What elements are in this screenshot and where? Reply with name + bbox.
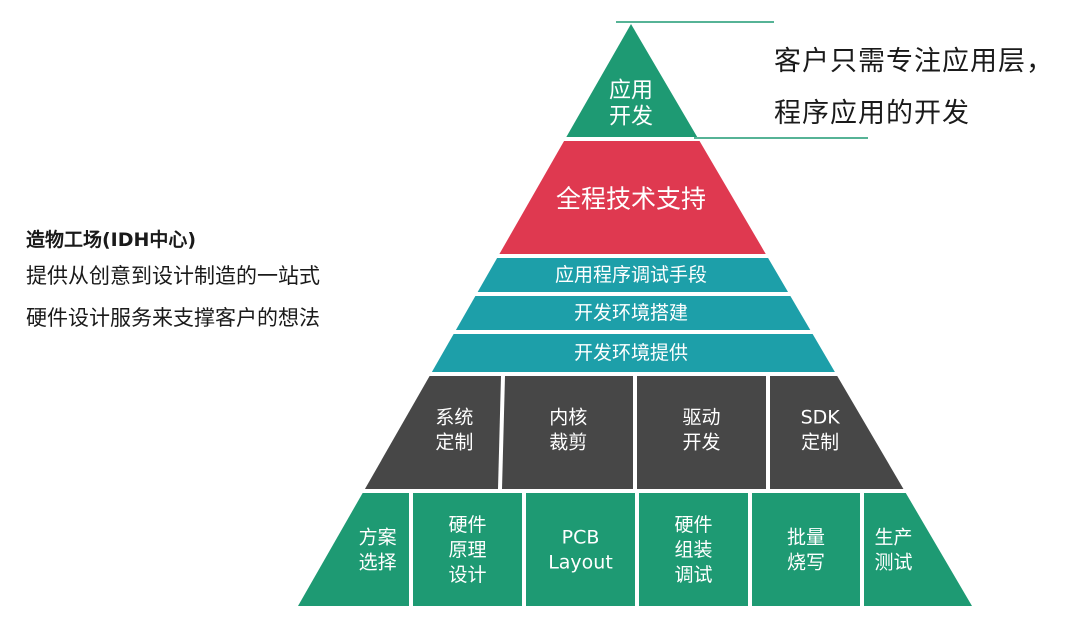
apex-label-line-2: 开发 [609,105,653,130]
support-label-line-1: 全程技术支持 [556,185,706,214]
hardware-cell-6-label-line-1: 生产 [874,527,912,549]
software-tier-2 [455,296,811,330]
apex-label-line-1: 应用 [609,79,653,104]
hardware-cell-6 [864,493,972,606]
hardware-cell-1-label-line-2: 选择 [359,552,397,574]
hardware-cell-2 [413,493,522,606]
hardware-cell-4-label-line-2: 组装 [674,539,712,561]
hardware-cell-5-label-line-1: 批量 [787,527,825,549]
system-cell-3-label-line-2: 开发 [682,432,720,454]
system-cell-2-label-line-2: 裁剪 [549,432,587,454]
software-tier-1 [477,258,789,292]
hardware-cell-4-label-line-1: 硬件 [674,514,712,536]
system-cell-3-label-line-1: 驱动 [682,407,720,429]
hardware-cell-5-label-line-2: 烧写 [787,552,825,574]
system-cell-4 [770,376,904,489]
left-title: 造物工场(IDH中心) [26,229,197,251]
hardware-cell-1 [298,493,409,606]
system-cell-2 [502,376,633,489]
software-tier-3 [431,334,835,372]
system-cell-1-label-line-2: 定制 [435,432,473,454]
software-tier-3-label-line-1: 开发环境提供 [574,342,688,364]
callout-line-2: 程序应用的开发 [774,98,970,129]
system-cell-4-label-line-1: SDK [801,407,841,429]
system-cell-2-label-line-1: 内核 [549,407,587,429]
hardware-cell-4-label-line-3: 调试 [674,564,712,586]
system-cell-3 [637,376,766,489]
hardware-cell-5 [752,493,860,606]
system-cell-1-label-line-1: 系统 [435,407,473,429]
hardware-cell-4 [639,493,748,606]
hardware-cell-2-label-line-2: 原理 [448,539,486,561]
pyramid-layers: 应用开发全程技术支持应用程序调试手段开发环境搭建开发环境提供系统定制内核裁剪驱动… [298,24,972,606]
callout-leader-lines [616,21,868,139]
software-tier-2-label-line-1: 开发环境搭建 [574,302,688,324]
hardware-cell-3 [526,493,635,606]
callout-text: 客户只需专注应用层， 程序应用的开发 [774,36,1054,140]
apex-layer [566,24,698,137]
hardware-cell-3-label-line-2: Layout [548,552,613,574]
hardware-cell-3-label-line-1: PCB [562,527,600,549]
left-line-1: 提供从创意到设计制造的一站式 [26,264,320,288]
callout-line-1: 客户只需专注应用层， [774,46,1054,77]
hardware-cell-2-label-line-1: 硬件 [448,514,486,536]
left-description: 造物工场(IDH中心) 提供从创意到设计制造的一站式 硬件设计服务来支撑客户的想… [26,225,320,339]
system-cell-4-label-line-2: 定制 [801,432,839,454]
support-layer [499,141,766,254]
software-tier-1-label-line-1: 应用程序调试手段 [555,264,707,286]
hardware-cell-2-label-line-3: 设计 [448,564,486,586]
system-cell-1 [364,376,501,489]
hardware-cell-6-label-line-2: 测试 [874,552,912,574]
left-line-2: 硬件设计服务来支撑客户的想法 [26,306,320,330]
hardware-cell-1-label-line-1: 方案 [359,527,397,549]
